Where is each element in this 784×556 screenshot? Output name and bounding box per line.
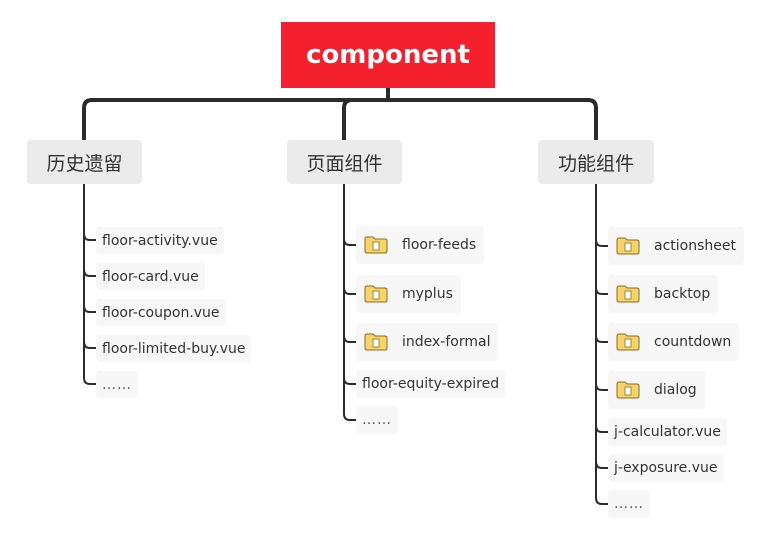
leaf-label: floor-card.vue bbox=[102, 268, 199, 285]
leaf-node-ellipsis[interactable]: …… bbox=[608, 490, 650, 518]
leaf-label: …… bbox=[102, 376, 132, 393]
branch-node-legacy[interactable]: 历史遗留 bbox=[27, 140, 142, 184]
leaf-label: countdown bbox=[654, 334, 732, 350]
folder-icon bbox=[616, 237, 640, 255]
leaf-label: floor-equity-expired bbox=[362, 376, 500, 392]
leaf-label: j-exposure.vue bbox=[614, 460, 718, 476]
branch-node-function-components[interactable]: 功能组件 bbox=[538, 140, 654, 184]
leaf-label: backtop bbox=[654, 286, 711, 302]
leaf-label: floor-coupon.vue bbox=[102, 304, 220, 321]
leaf-node-folder[interactable]: myplus bbox=[356, 275, 461, 313]
leaf-node[interactable]: floor-limited-buy.vue bbox=[96, 335, 252, 362]
root-node[interactable]: component bbox=[281, 22, 495, 88]
leaf-label: …… bbox=[614, 496, 644, 512]
leaf-node-folder[interactable]: index-formal bbox=[356, 323, 499, 361]
folder-icon bbox=[364, 236, 388, 254]
folder-icon bbox=[616, 333, 640, 351]
leaf-label: myplus bbox=[402, 286, 453, 302]
leaf-node-ellipsis[interactable]: …… bbox=[356, 406, 398, 434]
leaf-node-folder[interactable]: backtop bbox=[608, 275, 719, 313]
leaf-node-folder[interactable]: dialog bbox=[608, 371, 705, 409]
leaf-label: j-calculator.vue bbox=[614, 424, 721, 440]
leaf-label: …… bbox=[362, 412, 392, 428]
folder-icon bbox=[616, 381, 640, 399]
leaf-node-folder[interactable]: floor-feeds bbox=[356, 226, 485, 264]
leaf-label: index-formal bbox=[402, 334, 491, 350]
leaf-node-ellipsis[interactable]: …… bbox=[96, 371, 138, 398]
leaf-node[interactable]: floor-card.vue bbox=[96, 263, 205, 290]
leaf-node[interactable]: floor-activity.vue bbox=[96, 227, 224, 254]
leaf-node[interactable]: floor-coupon.vue bbox=[96, 299, 226, 326]
branch-node-page-components[interactable]: 页面组件 bbox=[287, 140, 402, 184]
leaf-label: dialog bbox=[654, 382, 697, 398]
leaf-label: floor-limited-buy.vue bbox=[102, 340, 246, 357]
leaf-node[interactable]: floor-equity-expired bbox=[356, 370, 506, 398]
leaf-node[interactable]: j-calculator.vue bbox=[608, 418, 727, 446]
leaf-label: floor-activity.vue bbox=[102, 232, 218, 249]
leaf-node-folder[interactable]: actionsheet bbox=[608, 227, 744, 265]
folder-icon bbox=[616, 285, 640, 303]
leaf-label: actionsheet bbox=[654, 238, 736, 254]
folder-icon bbox=[364, 285, 388, 303]
folder-icon bbox=[364, 333, 388, 351]
leaf-label: floor-feeds bbox=[402, 237, 477, 253]
leaf-node[interactable]: j-exposure.vue bbox=[608, 454, 724, 482]
leaf-node-folder[interactable]: countdown bbox=[608, 323, 740, 361]
